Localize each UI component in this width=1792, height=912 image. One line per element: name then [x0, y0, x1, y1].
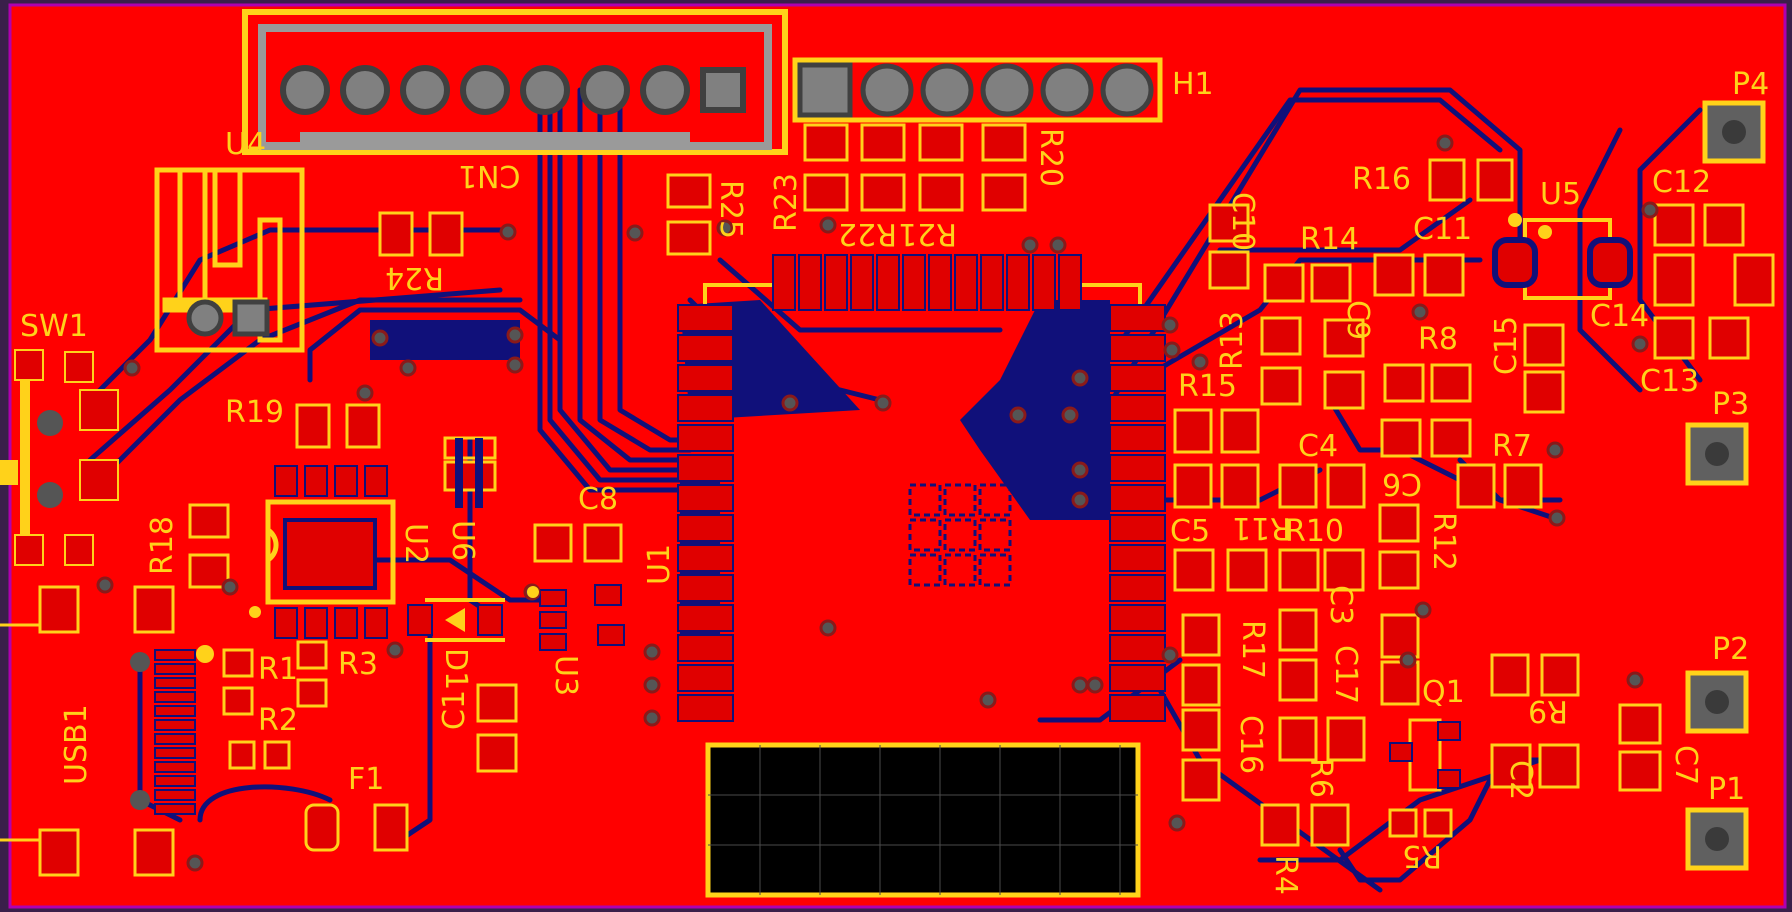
label-p4: P4: [1732, 67, 1770, 102]
sw1-switch[interactable]: [0, 349, 119, 566]
label-r2: R2: [258, 703, 298, 738]
label-r17: R17: [1235, 620, 1270, 680]
label-r25: R25: [713, 180, 748, 240]
label-c13: C13: [1640, 364, 1700, 399]
label-c3: C3: [1323, 585, 1358, 626]
label-r7: R7: [1492, 429, 1532, 464]
label-r18: R18: [145, 515, 180, 575]
label-c5: C5: [1170, 514, 1211, 549]
d1-diode[interactable]: [407, 598, 505, 642]
label-c2: C2: [1503, 760, 1538, 801]
label-u4: U4: [225, 127, 267, 162]
label-c16: C16: [1233, 715, 1268, 775]
label-c7: C7: [1668, 745, 1703, 786]
label-c11: C11: [1413, 212, 1473, 247]
label-c1: C1: [437, 689, 472, 730]
label-p1: P1: [1708, 772, 1746, 807]
label-r13: R13: [1215, 310, 1250, 370]
label-r24: R24: [385, 260, 445, 295]
label-c10: C10: [1225, 192, 1260, 252]
label-usb1: USB1: [59, 704, 94, 785]
usb1-connector[interactable]: [0, 585, 196, 877]
label-u1: U1: [642, 543, 677, 585]
label-r5: R5: [1402, 838, 1442, 873]
q1-transistor[interactable]: [1389, 718, 1461, 792]
antenna-keepout: [705, 742, 1141, 898]
label-c12: C12: [1652, 165, 1712, 200]
label-r10: R10: [1285, 514, 1345, 549]
label-r19: R19: [225, 395, 285, 430]
label-r20: R20: [1033, 128, 1068, 188]
cn1-connector[interactable]: [242, 9, 788, 155]
label-r16: R16: [1352, 162, 1412, 197]
h1-header[interactable]: [792, 57, 1163, 123]
label-r4: R4: [1268, 855, 1303, 895]
u2-chip[interactable]: [265, 465, 396, 639]
label-r8: R8: [1418, 322, 1458, 357]
u5-chip[interactable]: [1492, 213, 1633, 300]
label-c15: C15: [1489, 315, 1524, 375]
label-p3: P3: [1712, 387, 1750, 422]
label-c8: C8: [578, 482, 619, 517]
label-u5: U5: [1540, 177, 1582, 212]
label-r3: R3: [338, 647, 378, 682]
label-r22: R22: [838, 216, 898, 251]
label-sw1: SW1: [20, 309, 88, 344]
vias: [96, 134, 1659, 872]
u3-chip[interactable]: [539, 584, 625, 651]
label-u6: U6: [445, 520, 480, 562]
label-r15: R15: [1178, 369, 1238, 404]
label-r9: R9: [1528, 693, 1568, 728]
board-outline: [8, 3, 1787, 909]
label-c14: C14: [1590, 299, 1650, 334]
label-r14: R14: [1300, 222, 1360, 257]
label-f1: F1: [348, 762, 385, 797]
u6-chip[interactable]: [443, 436, 497, 508]
label-d1: D1: [438, 648, 473, 691]
label-r11: R11: [1232, 510, 1292, 545]
label-c4: C4: [1298, 429, 1339, 464]
label-cn1: CN1: [458, 158, 521, 193]
label-r23: R23: [769, 172, 804, 232]
label-r12: R12: [1426, 512, 1461, 572]
passive-footprints[interactable]: [188, 123, 1775, 852]
label-u3: U3: [548, 655, 583, 697]
label-r6: R6: [1303, 758, 1338, 798]
label-c6: C6: [1382, 466, 1423, 501]
label-r21: R21: [898, 216, 958, 251]
label-p2: P2: [1712, 632, 1750, 667]
label-r1: R1: [258, 652, 298, 687]
label-h1: H1: [1172, 67, 1214, 102]
label-u2: U2: [398, 523, 433, 565]
u1-module[interactable]: [677, 254, 1166, 898]
label-q1: Q1: [1422, 675, 1465, 710]
label-c17: C17: [1328, 645, 1363, 705]
label-c9: C9: [1340, 300, 1375, 341]
